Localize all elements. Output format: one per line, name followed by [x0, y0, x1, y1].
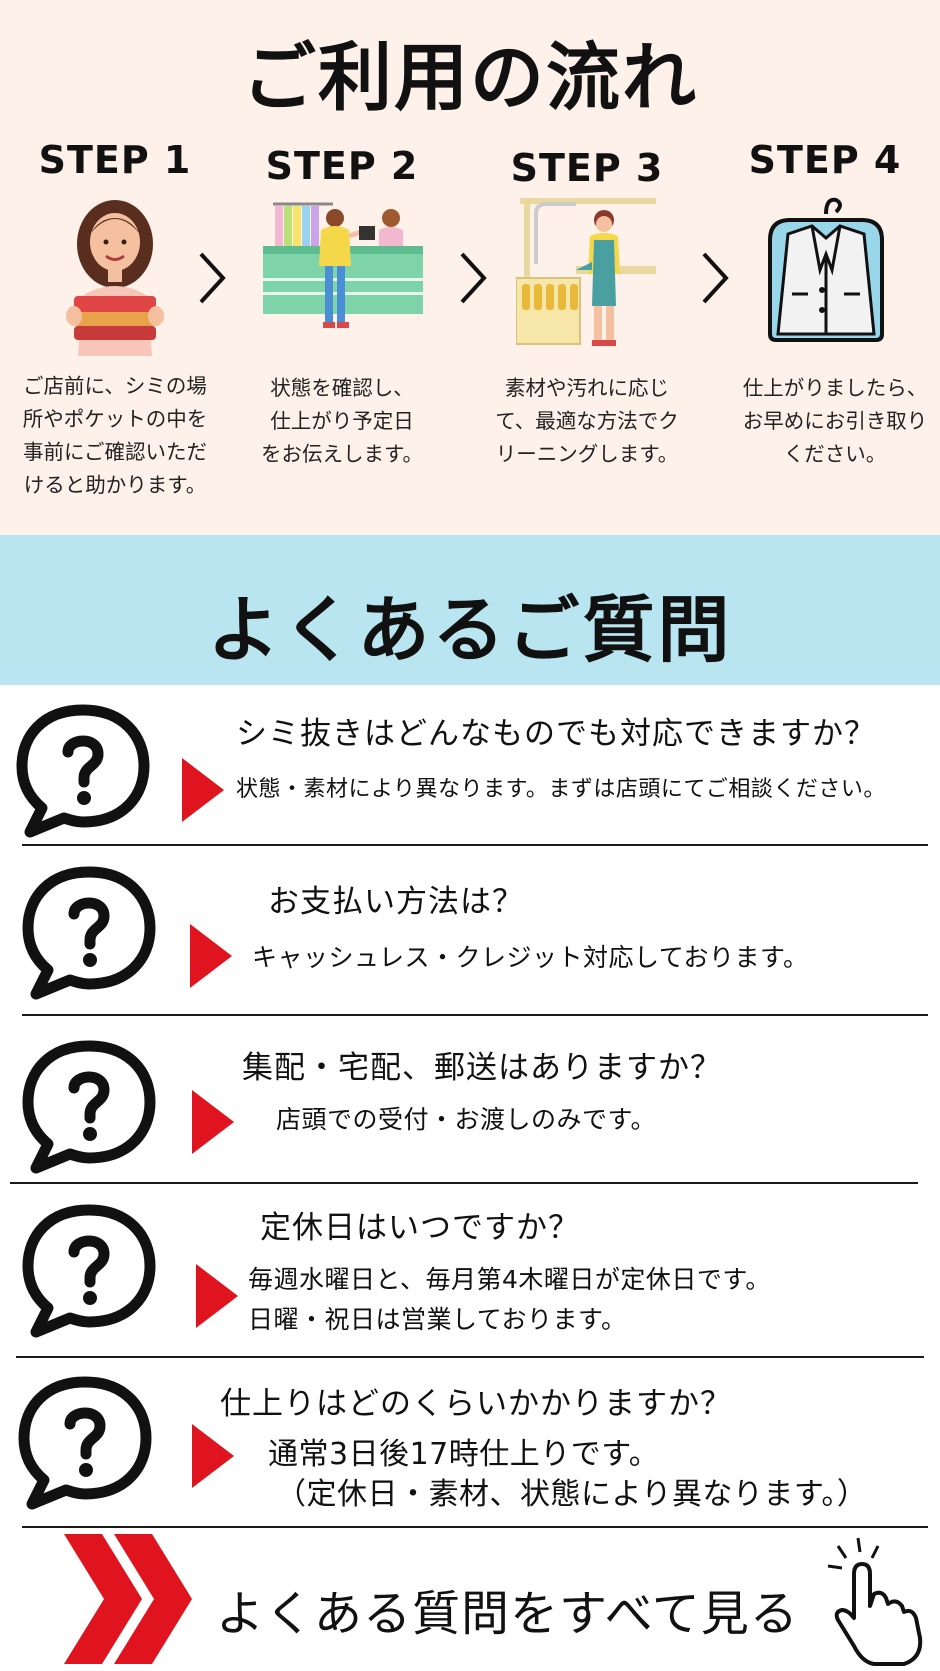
faq-answer: 毎週水曜日と、毎月第4木曜日が定休日です。 日曜・祝日は営業しております。: [248, 1265, 771, 1334]
faq-item[interactable]: 定休日はいつですか？ 毎週水曜日と、毎月第4木曜日が定休日です。 日曜・祝日は営…: [0, 1184, 940, 1356]
faq-divider: [10, 1182, 918, 1184]
faq-divider: [22, 1014, 928, 1016]
red-triangle-icon: [192, 1090, 234, 1154]
faq-header-band: よくあるご質問: [0, 535, 940, 685]
speech-bubble-question-icon: [18, 1376, 152, 1510]
faq-item[interactable]: シミ抜きはどんなものでも対応できますか？ 状態・素材により異なります。まずは店頭…: [0, 686, 940, 846]
jacket-in-cover-icon: [768, 197, 884, 342]
faq-answer: 通常3日後17時仕上りです。: [268, 1437, 660, 1472]
faq-divider: [22, 1526, 928, 1528]
step-description: ご店前に、シミの場 所やポケットの中を 事前にご確認いただ けると助かります。: [22, 374, 208, 497]
faq-answer: キャッシュレス・クレジット対応しております。: [252, 943, 809, 972]
chevron-right-icon: [702, 252, 729, 304]
speech-bubble-question-icon: [22, 1040, 156, 1174]
red-triangle-icon: [190, 924, 232, 988]
step-label: STEP 1: [38, 138, 192, 182]
faq-answer: 店頭での受付・お渡しのみです。: [276, 1105, 657, 1134]
speech-bubble-question-icon: [16, 704, 150, 838]
faq-question: 定休日はいつですか？: [260, 1210, 580, 1246]
step-label: STEP 4: [748, 138, 902, 182]
view-all-faq-label: よくある質問をすべて見る: [216, 1586, 799, 1642]
step-label: STEP 2: [265, 144, 419, 188]
faq-divider: [16, 1356, 924, 1358]
faq-answer-note: （定休日・素材、状態により異なります。）: [276, 1477, 868, 1512]
faq-divider: [22, 844, 928, 846]
faq-question: シミ抜きはどんなものでも対応できますか？: [236, 716, 876, 752]
step-label: STEP 3: [510, 146, 664, 190]
faq-item[interactable]: 仕上りはどのくらいかかりますか？ 通常3日後17時仕上りです。 （定休日・素材、…: [0, 1358, 940, 1528]
faq-question: お支払い方法は？: [268, 884, 524, 920]
chevron-right-icon: [460, 252, 487, 304]
red-triangle-icon: [182, 758, 224, 822]
double-chevron-icon: [64, 1534, 192, 1664]
hand-pointer-icon: [827, 1537, 923, 1666]
faq-answer: 状態・素材により異なります。まずは店頭にてご相談ください。: [236, 777, 886, 802]
view-all-faq-link[interactable]: よくある質問をすべて見る: [0, 1530, 940, 1671]
shop-counter-icon: [263, 202, 423, 328]
chevron-right-icon: [199, 252, 226, 304]
person-holding-clothes-icon: [66, 200, 164, 356]
faq-item[interactable]: お支払い方法は？ キャッシュレス・クレジット対応しております。: [0, 846, 940, 1016]
step-description: 仕上がりましたら、 お早めにお引き取り ください。: [742, 376, 928, 466]
faq-title: よくあるご質問: [207, 588, 733, 672]
red-triangle-icon: [192, 1424, 234, 1488]
faq-question: 集配・宅配、郵送はありますか？: [242, 1050, 722, 1086]
step-description: 素材や汚れに応じ て、最適な方法でク リーニングします。: [495, 376, 679, 466]
speech-bubble-question-icon: [22, 866, 156, 1000]
cleaning-staff-icon: [516, 198, 656, 346]
faq-item[interactable]: 集配・宅配、郵送はありますか？ 店頭での受付・お渡しのみです。: [0, 1016, 940, 1184]
faq-question: 仕上りはどのくらいかかりますか？: [220, 1386, 732, 1422]
speech-bubble-question-icon: [22, 1204, 156, 1338]
step-description: 状態を確認し、 仕上がり予定日 をお伝えします。: [261, 376, 423, 466]
usage-flow-section: ご利用の流れ STEP 1 ご店前に、シミの場 所やポケッ: [0, 0, 940, 535]
red-triangle-icon: [196, 1264, 238, 1328]
flow-title: ご利用の流れ: [242, 35, 698, 121]
